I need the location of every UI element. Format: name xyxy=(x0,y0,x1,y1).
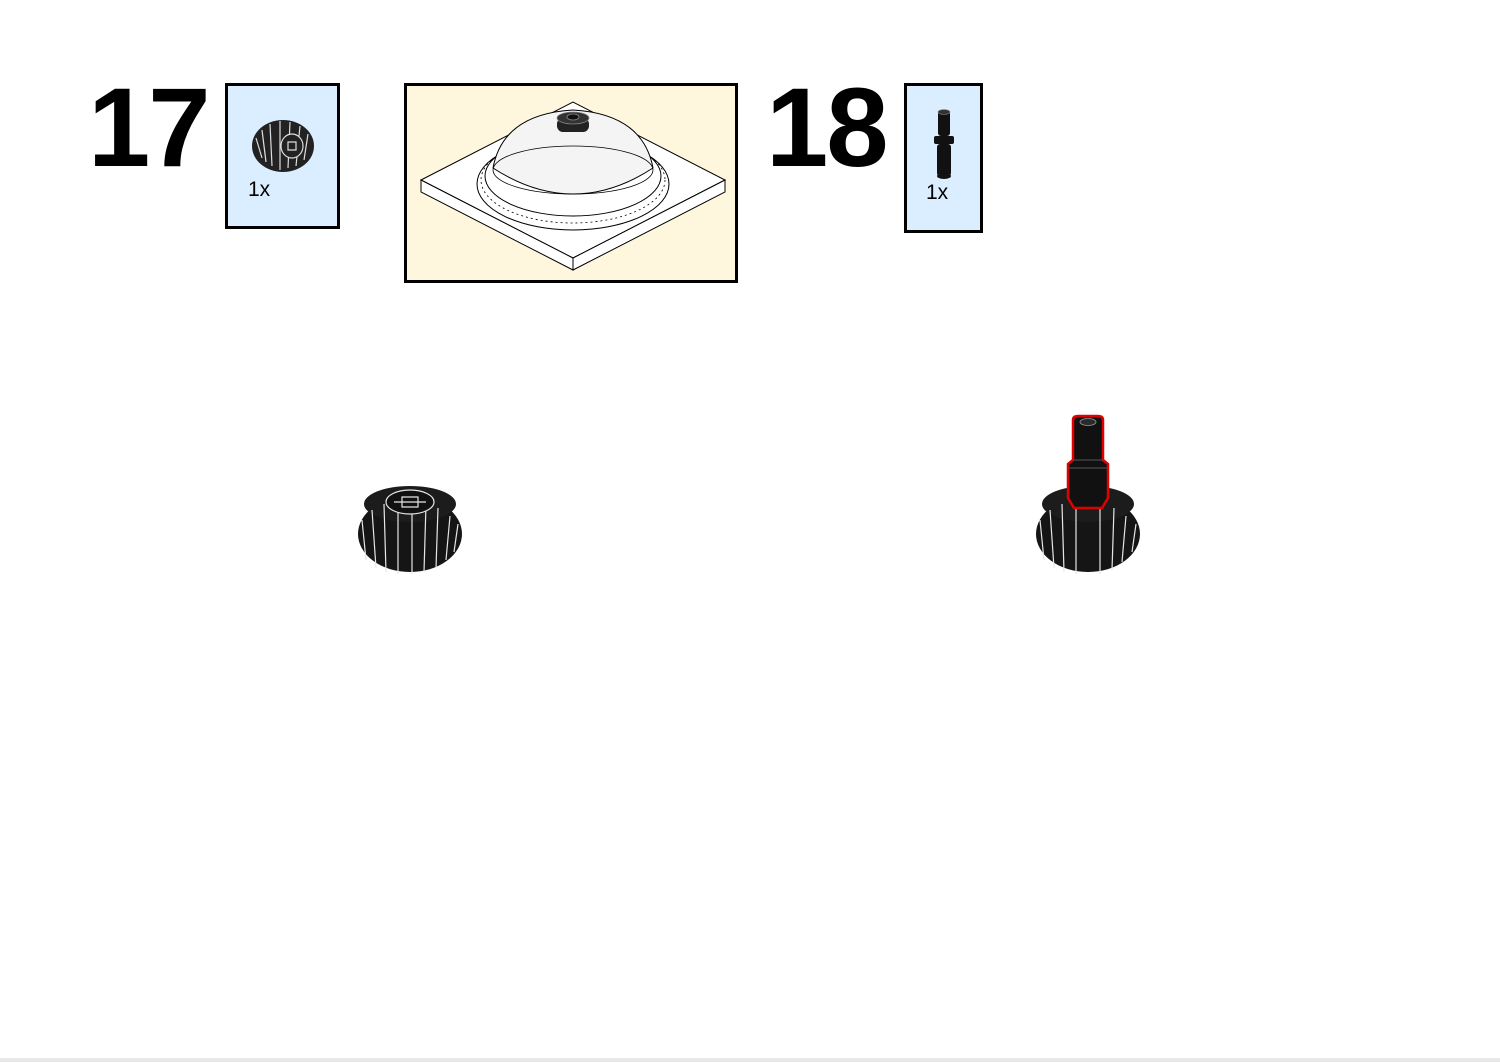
page-bottom-edge xyxy=(0,1058,1500,1062)
turntable-icon xyxy=(419,101,727,271)
step-number-17: 17 xyxy=(88,65,211,190)
step-number-18: 18 xyxy=(766,65,889,190)
gear-illustration xyxy=(358,486,462,574)
part-quantity: 1x xyxy=(926,181,949,204)
parts-list-step-18: 1x xyxy=(904,83,983,233)
parts-list-step-17: 1x xyxy=(225,83,340,229)
gear-icon xyxy=(252,120,314,172)
axle-pin-icon xyxy=(934,109,954,179)
part-quantity: 1x xyxy=(248,178,271,201)
submodel-callout xyxy=(404,83,738,283)
gear-with-pin-illustration xyxy=(1036,414,1140,574)
